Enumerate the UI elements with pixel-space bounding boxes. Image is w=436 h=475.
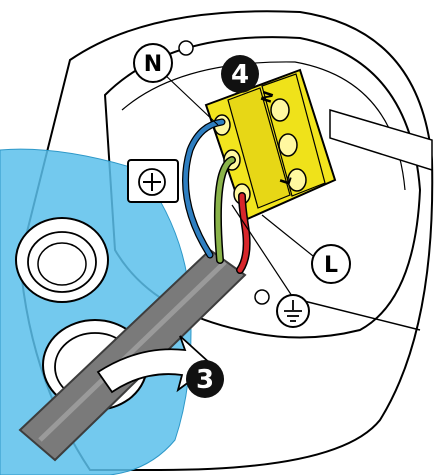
step-3-badge: 3 bbox=[186, 360, 224, 398]
leader-earth bbox=[231, 204, 293, 297]
mount-hole-bottom bbox=[254, 289, 270, 305]
leader-n bbox=[162, 72, 219, 126]
cable-gland-upper bbox=[15, 217, 109, 303]
terminal-block-n-label: N bbox=[259, 89, 278, 105]
housing-spoke-right bbox=[329, 108, 433, 172]
step-3-label: 3 bbox=[196, 365, 214, 395]
terminal-block: N L bbox=[204, 68, 337, 222]
grey-cable-highlight bbox=[38, 260, 227, 442]
step-4-badge: 4 bbox=[221, 55, 259, 93]
neutral-label-badge: N bbox=[133, 43, 173, 83]
leader-l bbox=[261, 214, 319, 261]
housing-spoke-bottom bbox=[299, 299, 421, 331]
live-label: L bbox=[324, 253, 338, 278]
live-label-badge: L bbox=[311, 244, 351, 284]
earth-ground-icon bbox=[276, 294, 310, 328]
step-4-label: 4 bbox=[231, 60, 249, 90]
mount-hole-top bbox=[178, 40, 194, 56]
cable-clamp bbox=[127, 159, 179, 203]
neutral-label: N bbox=[144, 52, 162, 77]
